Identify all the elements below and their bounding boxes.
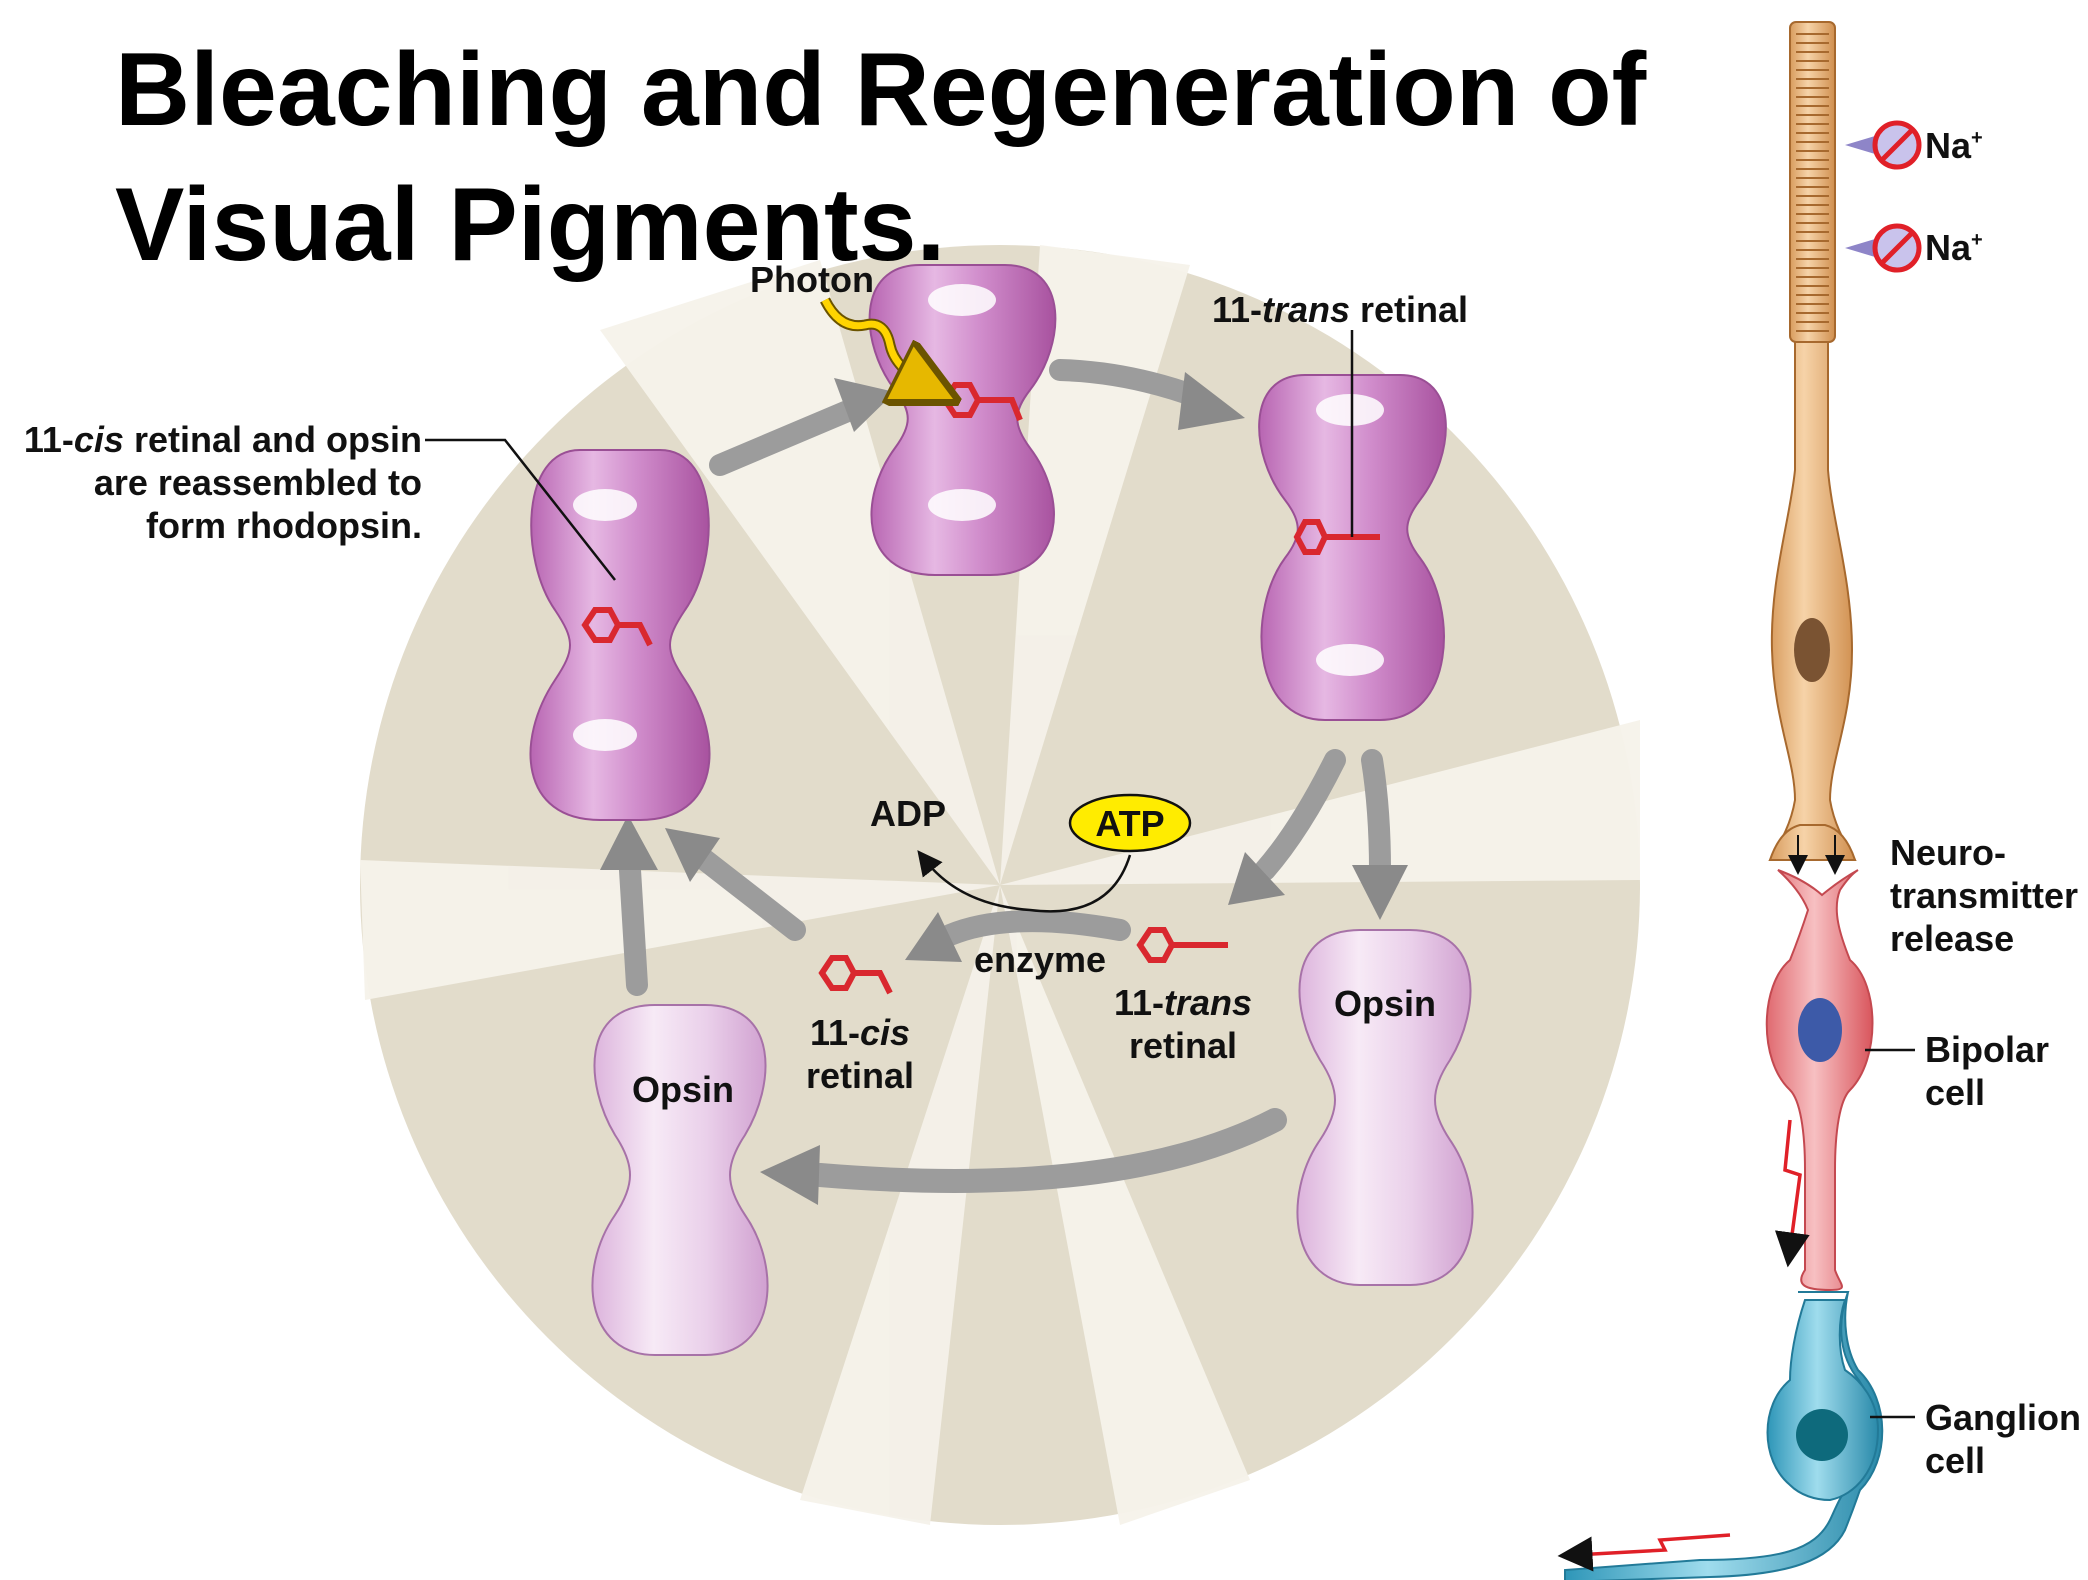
reassembly-leader [425, 438, 616, 581]
rod-cell [1768, 21, 1857, 875]
reassembly-prefix: 11- [24, 419, 74, 460]
trans-bottom-italic: trans [1164, 982, 1252, 1023]
arrow-trans-to-opsin [1352, 749, 1408, 920]
rhodopsin-bleached [1258, 330, 1447, 721]
reassembly-label: 11-cis retinal and opsin are reassembled… [24, 419, 616, 581]
cis-bottom-label: 11-cis [810, 1012, 910, 1053]
photon-label: Photon [750, 259, 874, 300]
reassembly-line3: form rhodopsin. [146, 505, 422, 546]
bipolar-label: Bipolar cell [1865, 1029, 2049, 1113]
arrow-trans-to-retinal [1228, 749, 1346, 905]
na-text-1: Na [1925, 125, 1972, 166]
rod-inner-segment [1768, 341, 1857, 861]
neuro-line1: Neuro- [1890, 832, 2006, 873]
cis-bottom-italic: cis [860, 1012, 910, 1053]
opsin-right-molecule [1296, 929, 1474, 1286]
trans-top-label: 11-trans retinal [1212, 289, 1468, 330]
reassembly-rest: retinal and opsin [124, 419, 422, 460]
ganglion-nucleus [1796, 1409, 1848, 1461]
trans-top-prefix: 11- [1212, 289, 1262, 330]
neuro-line3: release [1890, 918, 2014, 959]
ganglion-label: Ganglion cell [1870, 1397, 2081, 1481]
arrow-opsin-to-opsin [760, 1108, 1287, 1205]
rhodopsin-left [529, 449, 711, 821]
na-label-1: Na+ [1925, 125, 1983, 166]
trans-bottom-label: 11-trans [1114, 982, 1252, 1023]
bipolar-nucleus [1798, 998, 1842, 1062]
reassembly-italic: cis [74, 419, 124, 460]
cis-bottom-line2: retinal [806, 1055, 914, 1096]
atp-badge: ATP [1068, 793, 1192, 853]
na-label-2: Na+ [1925, 227, 1983, 268]
signal-arrow-bipolar [1774, 1119, 1810, 1268]
rod-nucleus [1794, 618, 1830, 682]
opsin-left-label: Opsin [632, 1069, 734, 1110]
na-text-2: Na [1925, 227, 1972, 268]
bipolar-cell [1765, 869, 1874, 1292]
neurotransmitter-label: Neuro- transmitter release [1890, 832, 2078, 959]
atp-to-adp-arrow [917, 850, 1132, 913]
adp-label: ADP [870, 793, 946, 834]
rod-discs [1796, 33, 1829, 332]
ganglion-line1: Ganglion [1925, 1397, 2081, 1438]
signal-arrow-ganglion [1557, 1533, 1731, 1572]
trans-top-italic: trans [1262, 289, 1350, 330]
arrow-opsin-up [600, 815, 658, 996]
arrow-rhodopsin-to-bleached [709, 378, 895, 476]
free-cis-retinal-icon [818, 955, 893, 995]
na-channel-1: Na+ [1845, 120, 1983, 170]
bipolar-line1: Bipolar [1925, 1029, 2049, 1070]
arrow-cis-up [665, 828, 806, 941]
opsin-left-molecule [591, 1004, 769, 1356]
svg-text:11-cis retinal and opsin: 11-cis retinal and opsin [24, 419, 422, 460]
reassembly-line2: are reassembled to [94, 462, 422, 503]
ganglion-line2: cell [1925, 1440, 1985, 1481]
na-sup-1: + [1971, 127, 1983, 149]
arrow-enzyme-conversion [905, 910, 1131, 962]
ganglion-cell [1557, 1291, 1884, 1580]
cycle-arrows [600, 359, 1408, 1205]
cis-retinal-icon [581, 607, 653, 647]
atp-label: ATP [1095, 803, 1164, 844]
neuro-line2: transmitter [1890, 875, 2078, 916]
na-sup-2: + [1971, 229, 1983, 251]
arrow-bleached-to-trans [1049, 359, 1245, 430]
trans-top-rest: retinal [1350, 289, 1468, 330]
trans-bottom-prefix: 11- [1114, 982, 1164, 1023]
na-channel-2: Na+ [1845, 223, 1983, 273]
enzyme-label: enzyme [974, 939, 1106, 980]
page-title-line1: Bleaching and Regeneration of [115, 32, 1647, 148]
trans-bottom-line2: retinal [1129, 1025, 1237, 1066]
photon-arrow [820, 297, 935, 390]
page-title-line2: Visual Pigments. [115, 167, 945, 283]
bipolar-line2: cell [1925, 1072, 1985, 1113]
cis-bottom-prefix: 11- [810, 1012, 860, 1053]
free-trans-retinal-icon [1136, 927, 1228, 963]
opsin-right-label: Opsin [1334, 983, 1436, 1024]
